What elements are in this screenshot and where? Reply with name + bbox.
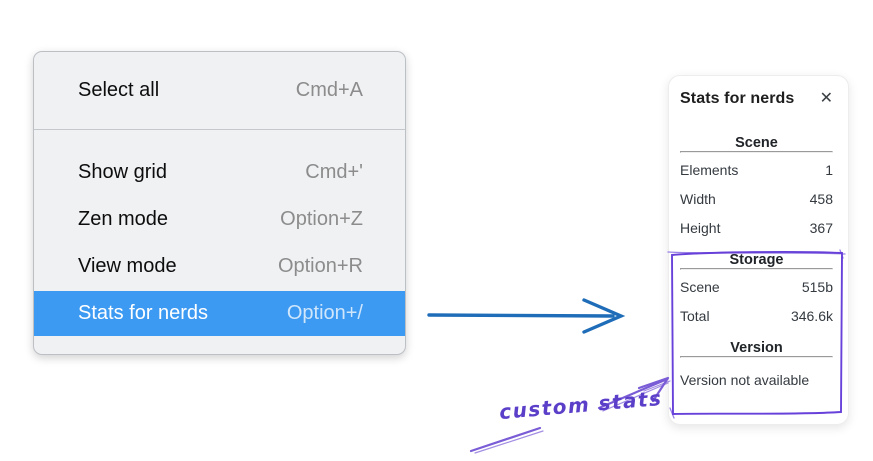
stat-row-width: Width 458: [680, 184, 833, 213]
menu-item-label: Select all: [78, 79, 160, 101]
stat-row-total-size: Total 346.6k: [680, 301, 833, 330]
stat-row-elements: Elements 1: [680, 155, 833, 184]
stats-panel: Stats for nerds ✕ Scene Elements 1 Width…: [668, 75, 849, 425]
custom-stats-annotation: custom stats: [498, 385, 664, 425]
section-heading-version: Version: [730, 340, 783, 356]
menu-item-select-all[interactable]: Select all Cmd+A: [34, 68, 405, 113]
custom-stats-arrow-drawing: [469, 376, 671, 454]
menu-group-bottom: Show grid Cmd+' Zen mode Option+Z View m…: [34, 129, 405, 354]
stat-row-scene-size: Scene 515b: [680, 272, 833, 301]
stats-panel-title: Stats for nerds: [680, 90, 795, 107]
menu-item-shortcut: Option+R: [277, 255, 363, 277]
flow-arrow-drawing: [427, 298, 626, 334]
stat-value: 1: [825, 161, 833, 178]
stat-value: 367: [809, 219, 833, 236]
version-note: Version not available: [680, 372, 810, 388]
menu-item-zen-mode[interactable]: Zen mode Option+Z: [34, 197, 405, 242]
stat-label: Scene: [680, 278, 720, 295]
divider: [680, 268, 833, 270]
section-heading-scene: Scene: [735, 135, 778, 151]
menu-item-label: Stats for nerds: [78, 302, 209, 324]
storage-stats: Scene 515b Total 346.6k: [680, 272, 833, 330]
menu-item-label: Show grid: [78, 161, 167, 183]
divider: [680, 151, 833, 153]
menu-item-shortcut: Option+/: [286, 302, 363, 324]
stat-value: 346.6k: [790, 307, 833, 324]
stat-value: 458: [809, 190, 833, 207]
menu-item-label: View mode: [78, 255, 177, 277]
menu-item-show-grid[interactable]: Show grid Cmd+': [34, 150, 405, 195]
menu-item-view-mode[interactable]: View mode Option+R: [34, 244, 405, 289]
stats-panel-header: Stats for nerds ✕: [680, 89, 833, 109]
menu-item-label: Zen mode: [78, 208, 169, 230]
stat-value: 515b: [801, 278, 833, 295]
stat-label: Height: [680, 219, 721, 236]
stat-row-height: Height 367: [680, 213, 833, 242]
close-icon: ✕: [819, 90, 833, 107]
stat-label: Width: [680, 190, 716, 207]
section-heading-storage: Storage: [729, 252, 784, 268]
divider: [680, 356, 833, 358]
close-button[interactable]: ✕: [820, 91, 833, 107]
stat-label: Total: [680, 307, 710, 324]
menu-item-shortcut: Cmd+': [305, 161, 363, 183]
context-menu: Select all Cmd+A Show grid Cmd+' Zen mod…: [33, 51, 406, 355]
stat-label: Elements: [680, 161, 739, 178]
menu-group-top: Select all Cmd+A: [34, 52, 405, 129]
menu-item-stats-for-nerds[interactable]: Stats for nerds Option+/: [34, 291, 405, 336]
scene-stats: Elements 1 Width 458 Height 367: [680, 155, 833, 242]
menu-item-shortcut: Option+Z: [280, 208, 363, 230]
menu-item-shortcut: Cmd+A: [295, 79, 363, 101]
